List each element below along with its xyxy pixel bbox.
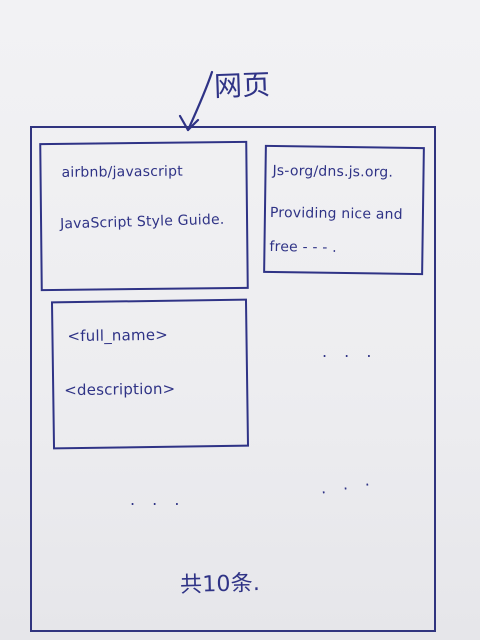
more-items-marker: . . . xyxy=(322,342,378,361)
more-items-marker: . . . xyxy=(130,490,186,509)
repo-full-name: Js-org/dns.js.org. xyxy=(272,162,394,181)
repo-card[interactable]: Js-org/dns.js.org. Providing nice and fr… xyxy=(263,144,425,276)
repo-card-template[interactable]: <full_name> <description> xyxy=(50,298,250,450)
repo-description: JavaScript Style Guide. xyxy=(59,211,225,233)
repo-description-continued: free - - - . xyxy=(269,238,338,256)
page-label: 网页 xyxy=(213,68,271,103)
full-name-placeholder: <full_name> xyxy=(67,325,169,346)
web-page-frame: airbnb/javascript JavaScript Style Guide… xyxy=(30,126,436,632)
repo-full-name: airbnb/javascript xyxy=(61,163,183,181)
repo-card[interactable]: airbnb/javascript JavaScript Style Guide… xyxy=(39,140,249,292)
total-count-label: 共10条. xyxy=(179,570,261,599)
arrow-down-left-icon xyxy=(178,70,214,132)
repo-description: Providing nice and xyxy=(269,204,403,223)
description-placeholder: <description> xyxy=(64,379,176,400)
more-items-marker: . . . xyxy=(318,469,377,498)
